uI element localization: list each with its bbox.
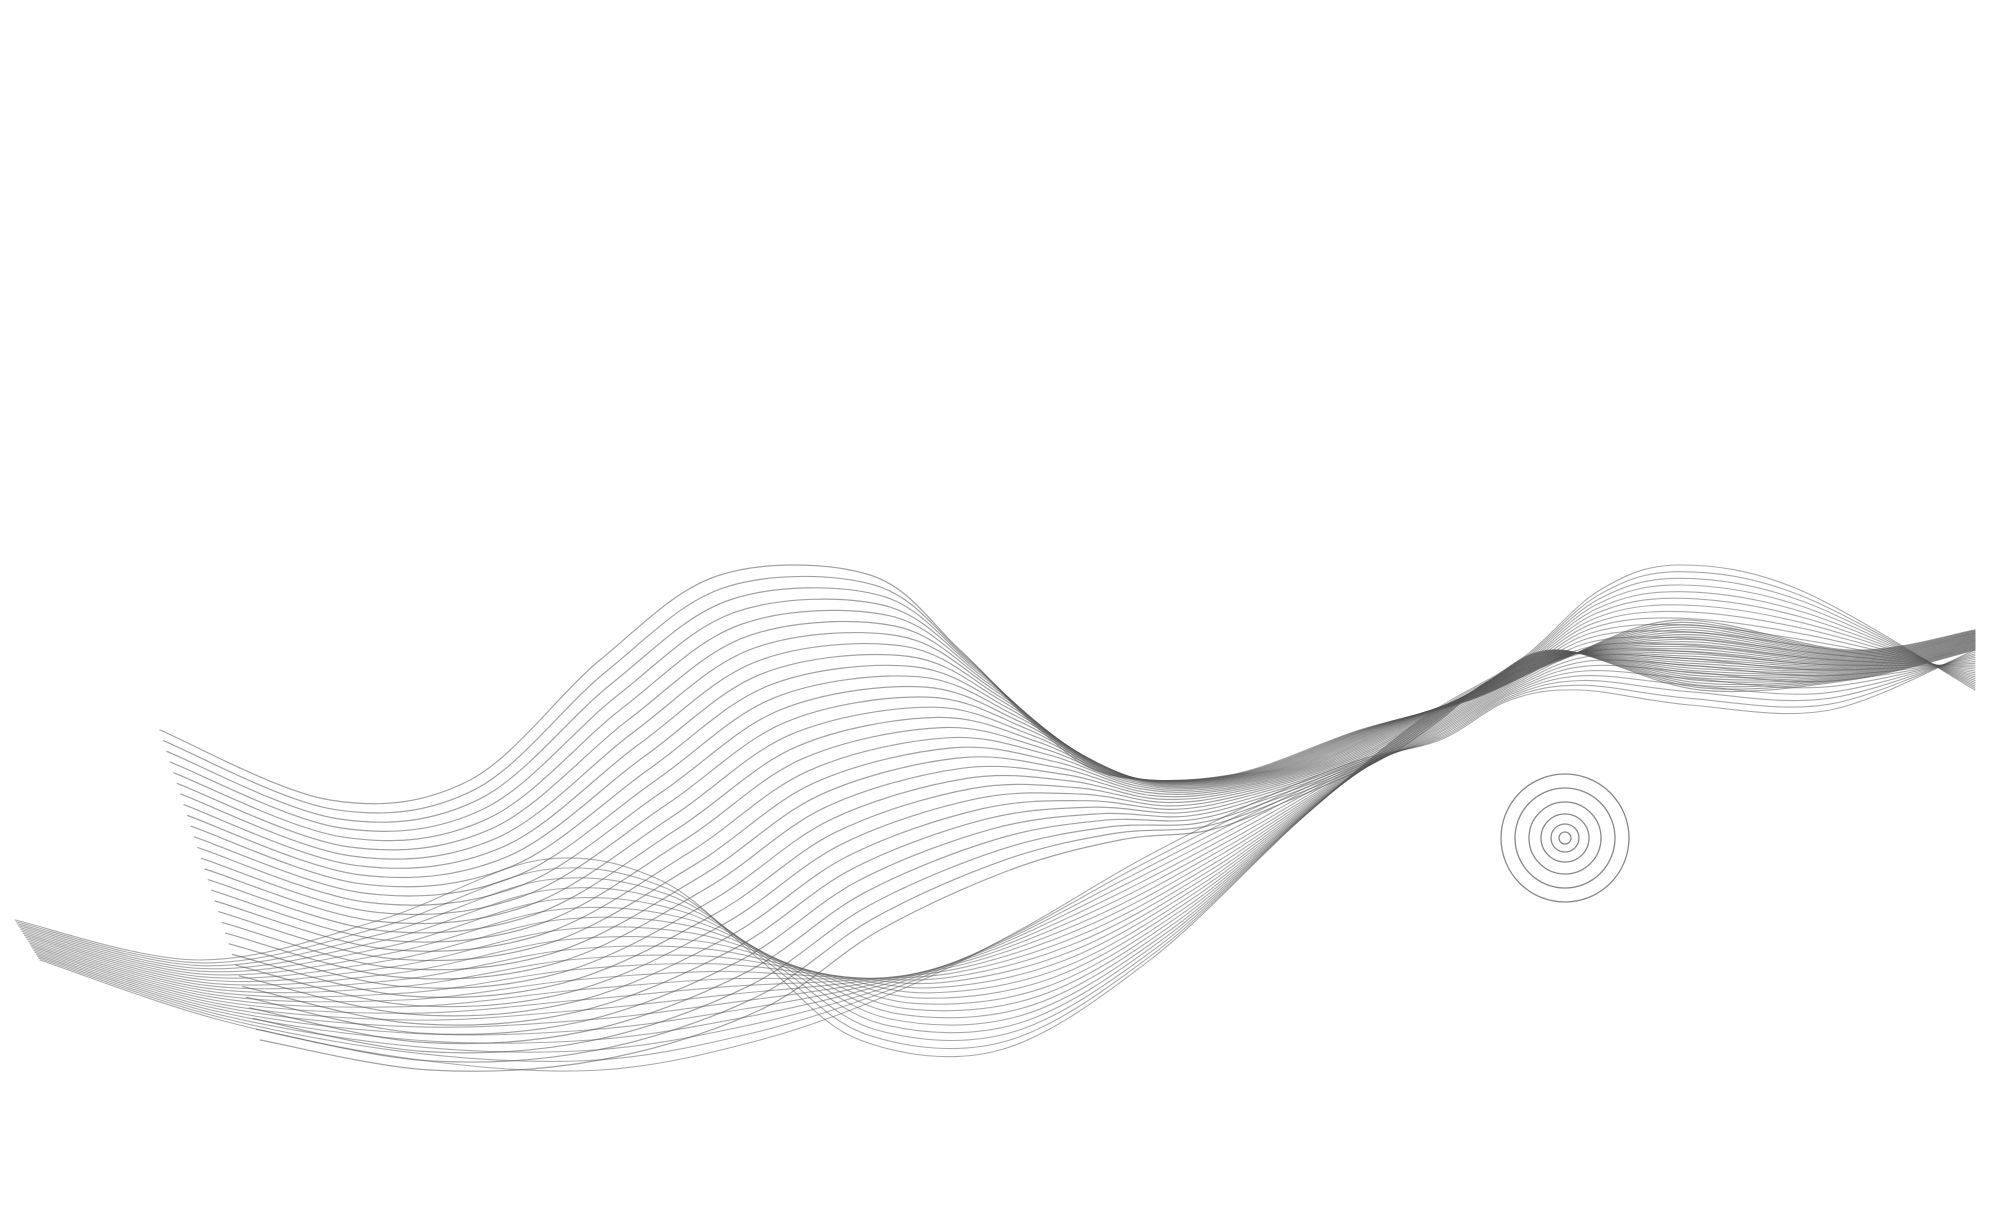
wave-line-upper-10 <box>190 635 1976 888</box>
wave-line-upper-19 <box>221 641 1976 971</box>
wave-line-upper-12 <box>197 637 1976 906</box>
wave-line-upper-16 <box>211 639 1976 943</box>
wave-line-lower-15 <box>31 653 1976 1014</box>
wave-line-lower-12 <box>27 636 1976 998</box>
wave-line-upper-18 <box>218 641 1976 962</box>
wave-line-upper-27 <box>249 647 1976 1045</box>
wave-line-upper-25 <box>242 646 1976 1026</box>
wave-line-lower-22 <box>39 649 1976 1072</box>
circle-ring-6 <box>1500 773 1630 903</box>
wave-line-bundle-upper <box>159 564 1976 1072</box>
wave-line-lower-21 <box>38 651 1976 1063</box>
wave-line-lower-14 <box>29 648 1976 1008</box>
circle-ring-1 <box>1558 831 1572 845</box>
wave-line-lower-18 <box>34 657 1976 1036</box>
wave-line-lower-20 <box>37 653 1976 1053</box>
wave-line-upper-21 <box>228 643 1976 989</box>
wave-line-upper-26 <box>245 646 1976 1035</box>
concentric-circles <box>1500 773 1630 903</box>
wave-line-upper-23 <box>235 644 1976 1008</box>
wave-line-lower-13 <box>28 642 1976 1003</box>
circle-ring-4 <box>1528 801 1602 875</box>
wave-line-lower-2 <box>15 571 1976 1050</box>
wave-line-upper-15 <box>207 639 1976 934</box>
wave-line-lower-1 <box>14 564 1976 1058</box>
wave-line-lower-9 <box>23 617 1976 999</box>
circle-ring-2 <box>1550 823 1580 853</box>
circle-ring-5 <box>1514 787 1616 889</box>
wave-line-lower-19 <box>35 655 1976 1044</box>
wave-line-lower-8 <box>22 610 1976 1005</box>
wave-line-lower-5 <box>19 591 1976 1026</box>
wave-line-lower-10 <box>25 623 1976 994</box>
wave-line-lower-11 <box>26 630 1976 994</box>
wave-line-lower-16 <box>32 659 1976 1021</box>
wave-line-bundle-lower <box>14 564 1976 1072</box>
wave-line-upper-28 <box>252 648 1976 1054</box>
wave-line-upper-14 <box>204 638 1976 925</box>
wave-line-upper-22 <box>231 643 1976 998</box>
wave-line-lower-3 <box>16 577 1976 1042</box>
wave-line-lower-7 <box>21 604 1976 1012</box>
wave-line-lower-4 <box>18 584 1976 1034</box>
wave-line-lower-6 <box>20 597 1976 1019</box>
wave-line-upper-11 <box>193 636 1976 897</box>
circle-ring-3 <box>1540 813 1590 863</box>
wave-line-upper-20 <box>224 642 1976 980</box>
wave-line-upper-1 <box>159 564 1976 805</box>
wave-line-lower-17 <box>33 658 1976 1028</box>
